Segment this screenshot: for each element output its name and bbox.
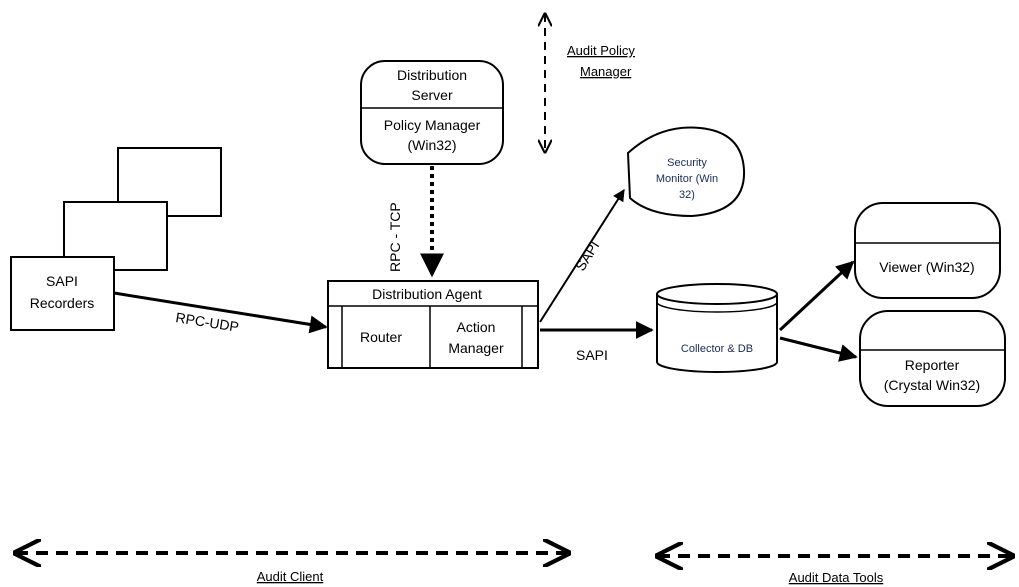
rpc-udp-arrow [113,291,328,334]
audit-policy-manager-line1: Audit Policy [567,43,635,58]
policy-manager-line1: Policy Manager [384,117,481,133]
distribution-server-box [360,60,504,165]
distribution-server-title-line2: Server [411,87,453,103]
distribution-agent: Distribution Agent Router Action Manager [327,280,539,369]
security-monitor-line1: Security [667,157,707,169]
collector-db-body [656,294,778,373]
action-manager-line2: Manager [448,340,504,356]
collector-db-label: Collector & DB [681,343,753,355]
collector-db-ring [656,301,778,313]
router-label: Router [360,329,402,345]
sapi-collector-label: SAPI [576,347,608,363]
audit-policy-manager-line2: Manager [580,64,632,79]
reporter: Reporter (Crystal Win32) [859,310,1006,407]
policy-manager-line2: (Win32) [407,137,456,153]
viewer-arrow [778,260,855,332]
reporter-box [859,310,1006,407]
rpc-tcp-label: RPC - TCP [387,202,403,272]
viewer-box [854,202,1001,299]
distribution-server-title-line1: Distribution [397,67,467,83]
audit-client-label: Audit Client [257,569,324,584]
collector-db: Collector & DB [656,283,778,373]
sapi-monitor-label: SAPI [572,238,602,274]
action-manager-line1: Action [457,319,496,335]
sapi-recorders-stack: SAPI Recorders [10,147,222,331]
distribution-agent-title: Distribution Agent [372,286,482,302]
distribution-server: Distribution Server Policy Manager (Win3… [360,60,504,165]
security-monitor-line3: 32) [679,189,695,201]
viewer: Viewer (Win32) [854,202,1001,299]
recorders-label-line2: Recorders [30,295,95,311]
reporter-arrow [779,336,858,362]
recorder-front-box [10,256,115,331]
recorders-label-line1: SAPI [46,273,78,289]
reporter-line1: Reporter [905,357,960,373]
distribution-agent-box [327,280,539,369]
sapi-monitor-arrow [539,188,625,323]
security-monitor-shape [626,126,746,218]
audit-data-tools-label: Audit Data Tools [789,570,884,585]
security-monitor-line2: Monitor (Win [656,173,718,185]
viewer-label: Viewer (Win32) [879,259,974,275]
collector-db-top [656,283,778,305]
reporter-line2: (Crystal Win32) [884,377,980,393]
security-monitor: Security Monitor (Win 32) [626,126,746,218]
